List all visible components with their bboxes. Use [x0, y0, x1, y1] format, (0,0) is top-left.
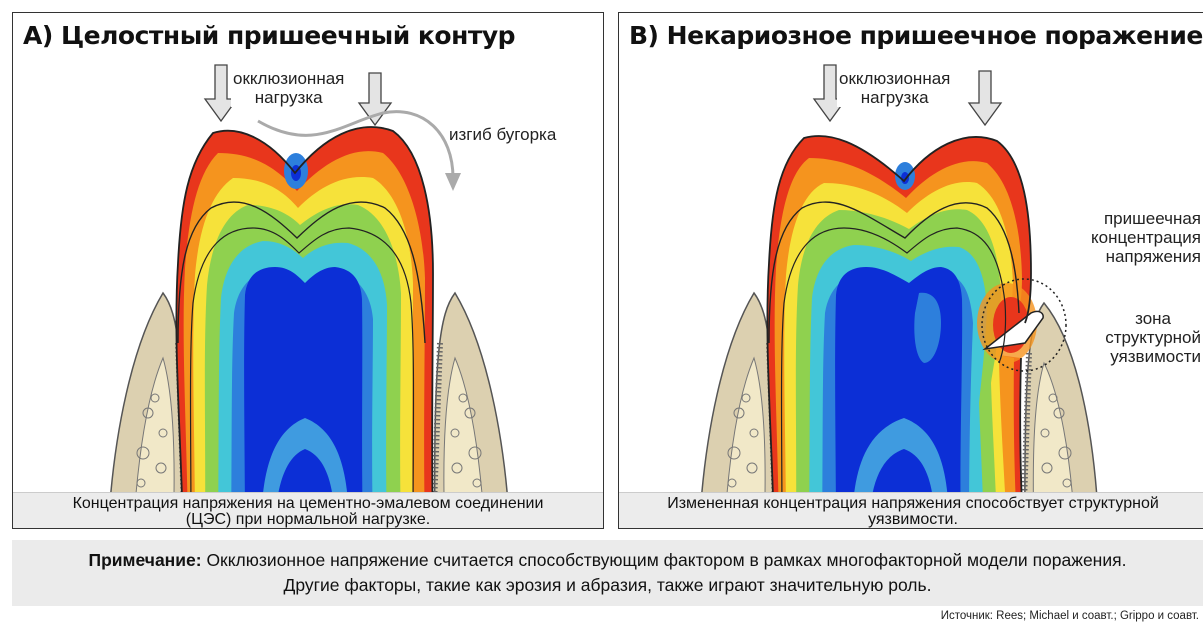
- label-load-a-line1: окклюзионная: [233, 69, 344, 88]
- panel-a: A) Целостный пришеечный контур: [12, 12, 604, 529]
- flex-arrowhead: [445, 173, 461, 191]
- footnote-line1: Примечание: Окклюзионное напряжение счит…: [12, 548, 1203, 573]
- groove-core: [901, 172, 909, 184]
- label-flex-a: изгиб бугорка: [449, 125, 556, 144]
- label-cervical-line2: концентрация: [1091, 228, 1201, 247]
- label-cervical-stress: пришеечная концентрация напряжения: [1091, 209, 1201, 266]
- label-zone-line1: зона: [1105, 309, 1201, 328]
- footnote-text: Примечание: Окклюзионное напряжение счит…: [12, 548, 1203, 598]
- footnote-line2: Другие факторы, такие как эрозия и абраз…: [12, 573, 1203, 598]
- load-arrow-right: [969, 71, 1001, 125]
- source-citation: Источник: Rees; Michael и соавт.; Grippo…: [941, 610, 1199, 622]
- label-load-b: окклюзионная нагрузка: [837, 69, 952, 107]
- label-zone-line2: структурной: [1105, 328, 1201, 347]
- label-load-b-line2: нагрузка: [839, 88, 950, 107]
- label-load-a: окклюзионная нагрузка: [231, 69, 346, 107]
- label-cervical-line3: напряжения: [1091, 247, 1201, 266]
- label-zone-line3: уязвимости: [1105, 347, 1201, 366]
- panel-a-caption-line2: (ЦЭС) при нормальной нагрузке.: [13, 512, 603, 528]
- label-vulnerability-zone: зона структурной уязвимости: [1105, 309, 1201, 366]
- label-load-a-line2: нагрузка: [233, 88, 344, 107]
- panel-b-caption-line1: Измененная концентрация напряжения спосо…: [619, 496, 1203, 512]
- footnote-box: Примечание: Окклюзионное напряжение счит…: [12, 540, 1203, 606]
- panel-a-caption-line1: Концентрация напряжения на цементно-эмал…: [13, 496, 603, 512]
- panel-a-caption: Концентрация напряжения на цементно-эмал…: [13, 492, 603, 528]
- panel-b-caption: Измененная концентрация напряжения спосо…: [619, 492, 1203, 528]
- label-cervical-line1: пришеечная: [1091, 209, 1201, 228]
- label-load-b-line1: окклюзионная: [839, 69, 950, 88]
- load-arrow-right: [359, 73, 391, 125]
- footnote-prefix: Примечание:: [89, 550, 202, 570]
- panel-b: B) Некариозное пришеечное поражение: [618, 12, 1203, 529]
- panel-b-caption-line2: уязвимости.: [619, 512, 1203, 528]
- footnote-line1-text: Окклюзионное напряжение считается способ…: [202, 550, 1127, 570]
